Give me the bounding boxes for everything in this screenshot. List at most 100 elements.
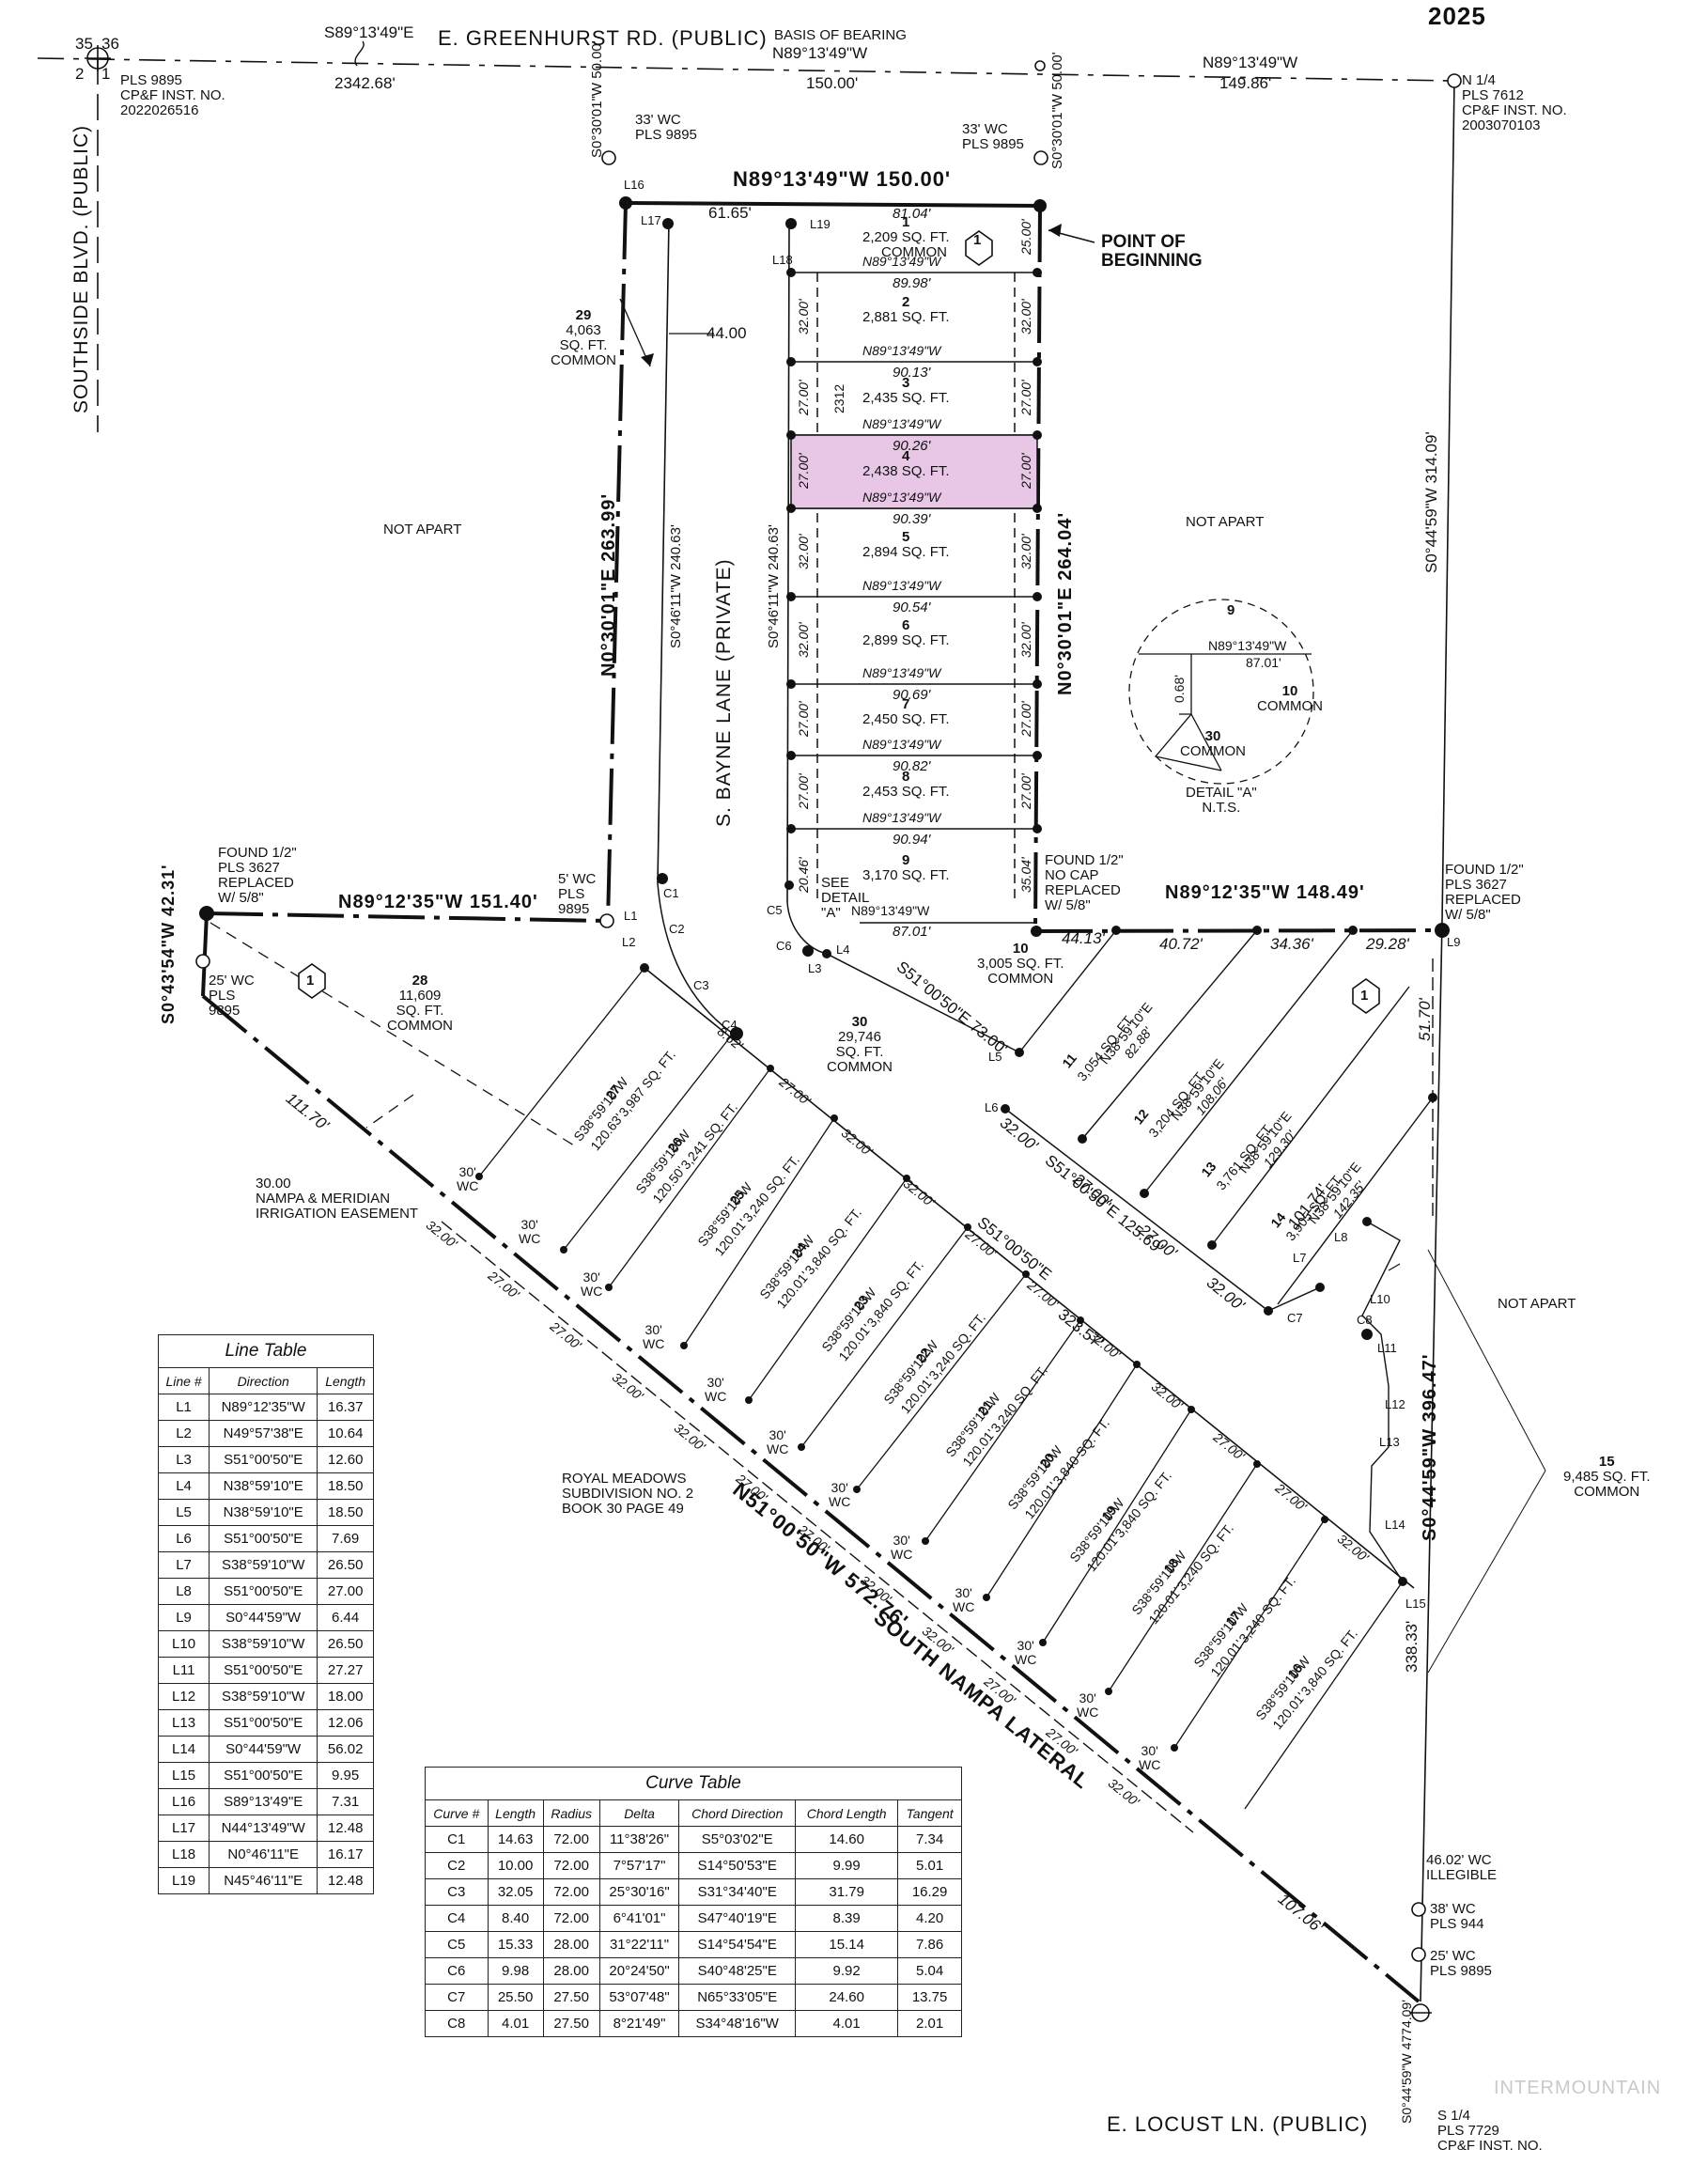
line-table-cell: N38°59'10"E xyxy=(209,1472,318,1500)
not-apart-left: NOT APART xyxy=(383,522,462,537)
lot-6-number: 6 xyxy=(902,616,910,633)
callout-l5: L5 xyxy=(988,1050,1002,1064)
line-table-cell: 18.50 xyxy=(317,1472,374,1500)
lot-4-width: 90.26' xyxy=(893,438,931,454)
curve-table-cell: 15.33 xyxy=(487,1931,544,1958)
mid-south-left-label: N89°12'35"W 151.40' xyxy=(338,892,538,912)
note-hexagons xyxy=(298,230,1380,1014)
lot-8-area: 2,453 SQ. FT. xyxy=(862,784,950,800)
curve-table-cell: 2.01 xyxy=(897,2010,962,2037)
curve-table-header-5: Chord Length xyxy=(795,1799,899,1827)
callout-l16: L16 xyxy=(624,178,644,192)
east-lots-curve xyxy=(1267,1286,1321,1312)
lot-1-area: 2,209 SQ. FT. xyxy=(862,229,950,245)
lane-end-curve xyxy=(786,901,828,955)
line-table-cell: L4 xyxy=(157,1472,210,1500)
arrow-lot29 xyxy=(619,298,651,367)
detail-brg: N89°13'49"W xyxy=(1208,638,1287,653)
detail-a-title: DETAIL "A"N.T.S. xyxy=(1186,785,1257,816)
lot-2-width: 89.98' xyxy=(893,275,931,291)
south-lot-22-wc: 30'WC xyxy=(767,1427,789,1456)
line-table-cell: 18.00 xyxy=(317,1683,374,1710)
callout-l7: L7 xyxy=(1293,1251,1307,1265)
line-table-cell: 12.06 xyxy=(317,1709,374,1737)
east-section-line-lower xyxy=(1420,920,1443,2002)
south-lot-24-wc: 30'WC xyxy=(643,1322,665,1351)
line-table-cell: 18.50 xyxy=(317,1499,374,1526)
line-table-header-0: Line # xyxy=(157,1367,210,1394)
lot-9-area: 3,170 SQ. FT. xyxy=(862,867,950,883)
callout-l18: L18 xyxy=(772,253,793,267)
lot-7-width: 90.69' xyxy=(893,687,931,703)
curve-table-cell: 7°57'17" xyxy=(598,1852,680,1879)
south-lots-inner-line xyxy=(441,1221,1194,1833)
lot-3-bearing: N89°13'49"W xyxy=(862,416,941,431)
curve-table-cell: 31°22'11" xyxy=(598,1931,680,1958)
dim-2312: 2312 xyxy=(831,383,846,413)
curve-table-cell: 4.20 xyxy=(897,1905,962,1932)
s0-left: S0°30'01"W 50.00' xyxy=(589,40,605,158)
south-lot-lines xyxy=(478,967,1404,1810)
east-main-boundary xyxy=(1033,205,1042,933)
curve-table-cell: 9.98 xyxy=(487,1957,544,1985)
curve-table-cell: 7.86 xyxy=(897,1931,962,1958)
curve-table-cell: S5°03'02"E xyxy=(678,1826,797,1853)
callout-l1: L1 xyxy=(624,909,638,923)
east-main-label: N0°30'01"E 264.04' xyxy=(1055,511,1076,695)
east-long-label: S0°44'59"W 314.09' xyxy=(1422,431,1440,573)
lot-3-number: 3 xyxy=(902,375,910,391)
curve-table-cell: 25.50 xyxy=(487,1984,544,2011)
line-table-cell: S51°00'50"E xyxy=(209,1657,318,1684)
curve-table-cell: 16.29 xyxy=(897,1878,962,1906)
curve-table-cell: 11°38'26" xyxy=(598,1826,680,1853)
road-north-label: E. GREENHURST RD. (PUBLIC) xyxy=(438,26,768,50)
east-lot-lines xyxy=(1018,929,1434,1305)
dim-3436: 34.36' xyxy=(1270,935,1313,953)
lot-2-area: 2,881 SQ. FT. xyxy=(862,308,950,325)
curve-table-cell: 6°41'01" xyxy=(598,1905,680,1932)
line-table-header-2: Length xyxy=(317,1367,374,1394)
dim-2928: 29.28' xyxy=(1366,935,1409,953)
line-table-cell: 7.31 xyxy=(317,1788,374,1815)
line-table-cell: 9.95 xyxy=(317,1762,374,1789)
line-table-cell: L7 xyxy=(157,1551,210,1579)
curve-table-cell: 53°07'48" xyxy=(598,1984,680,2011)
curve-table-cell: N65°33'05"E xyxy=(678,1984,797,2011)
line-table-cell: S51°00'50"E xyxy=(209,1709,318,1737)
dim-6165-label: 61.65' xyxy=(708,204,752,222)
lot-6-bearing: N89°13'49"W xyxy=(862,665,941,680)
lane-east-line xyxy=(786,220,790,903)
callout-l2: L2 xyxy=(622,935,636,949)
line-table-cell: L16 xyxy=(157,1788,210,1815)
curve-table-cell: C7 xyxy=(425,1984,489,2011)
curve-table-cell: C2 xyxy=(425,1852,489,1879)
curve-table-cell: 31.79 xyxy=(795,1878,899,1906)
south-lot-26-wc: 30'WC xyxy=(519,1217,541,1246)
detail-a-poly2 xyxy=(1154,713,1222,771)
curve-table-cell: S34°48'16"W xyxy=(678,2010,797,2037)
curve-table-cell: 28.00 xyxy=(542,1931,600,1958)
lot-4-number: 4 xyxy=(902,448,910,464)
callout-c3: C3 xyxy=(693,978,709,992)
detail-lot-9: 9 xyxy=(1227,602,1235,618)
line-table-cell: 12.48 xyxy=(317,1815,374,1842)
line-table-cell: L15 xyxy=(157,1762,210,1789)
